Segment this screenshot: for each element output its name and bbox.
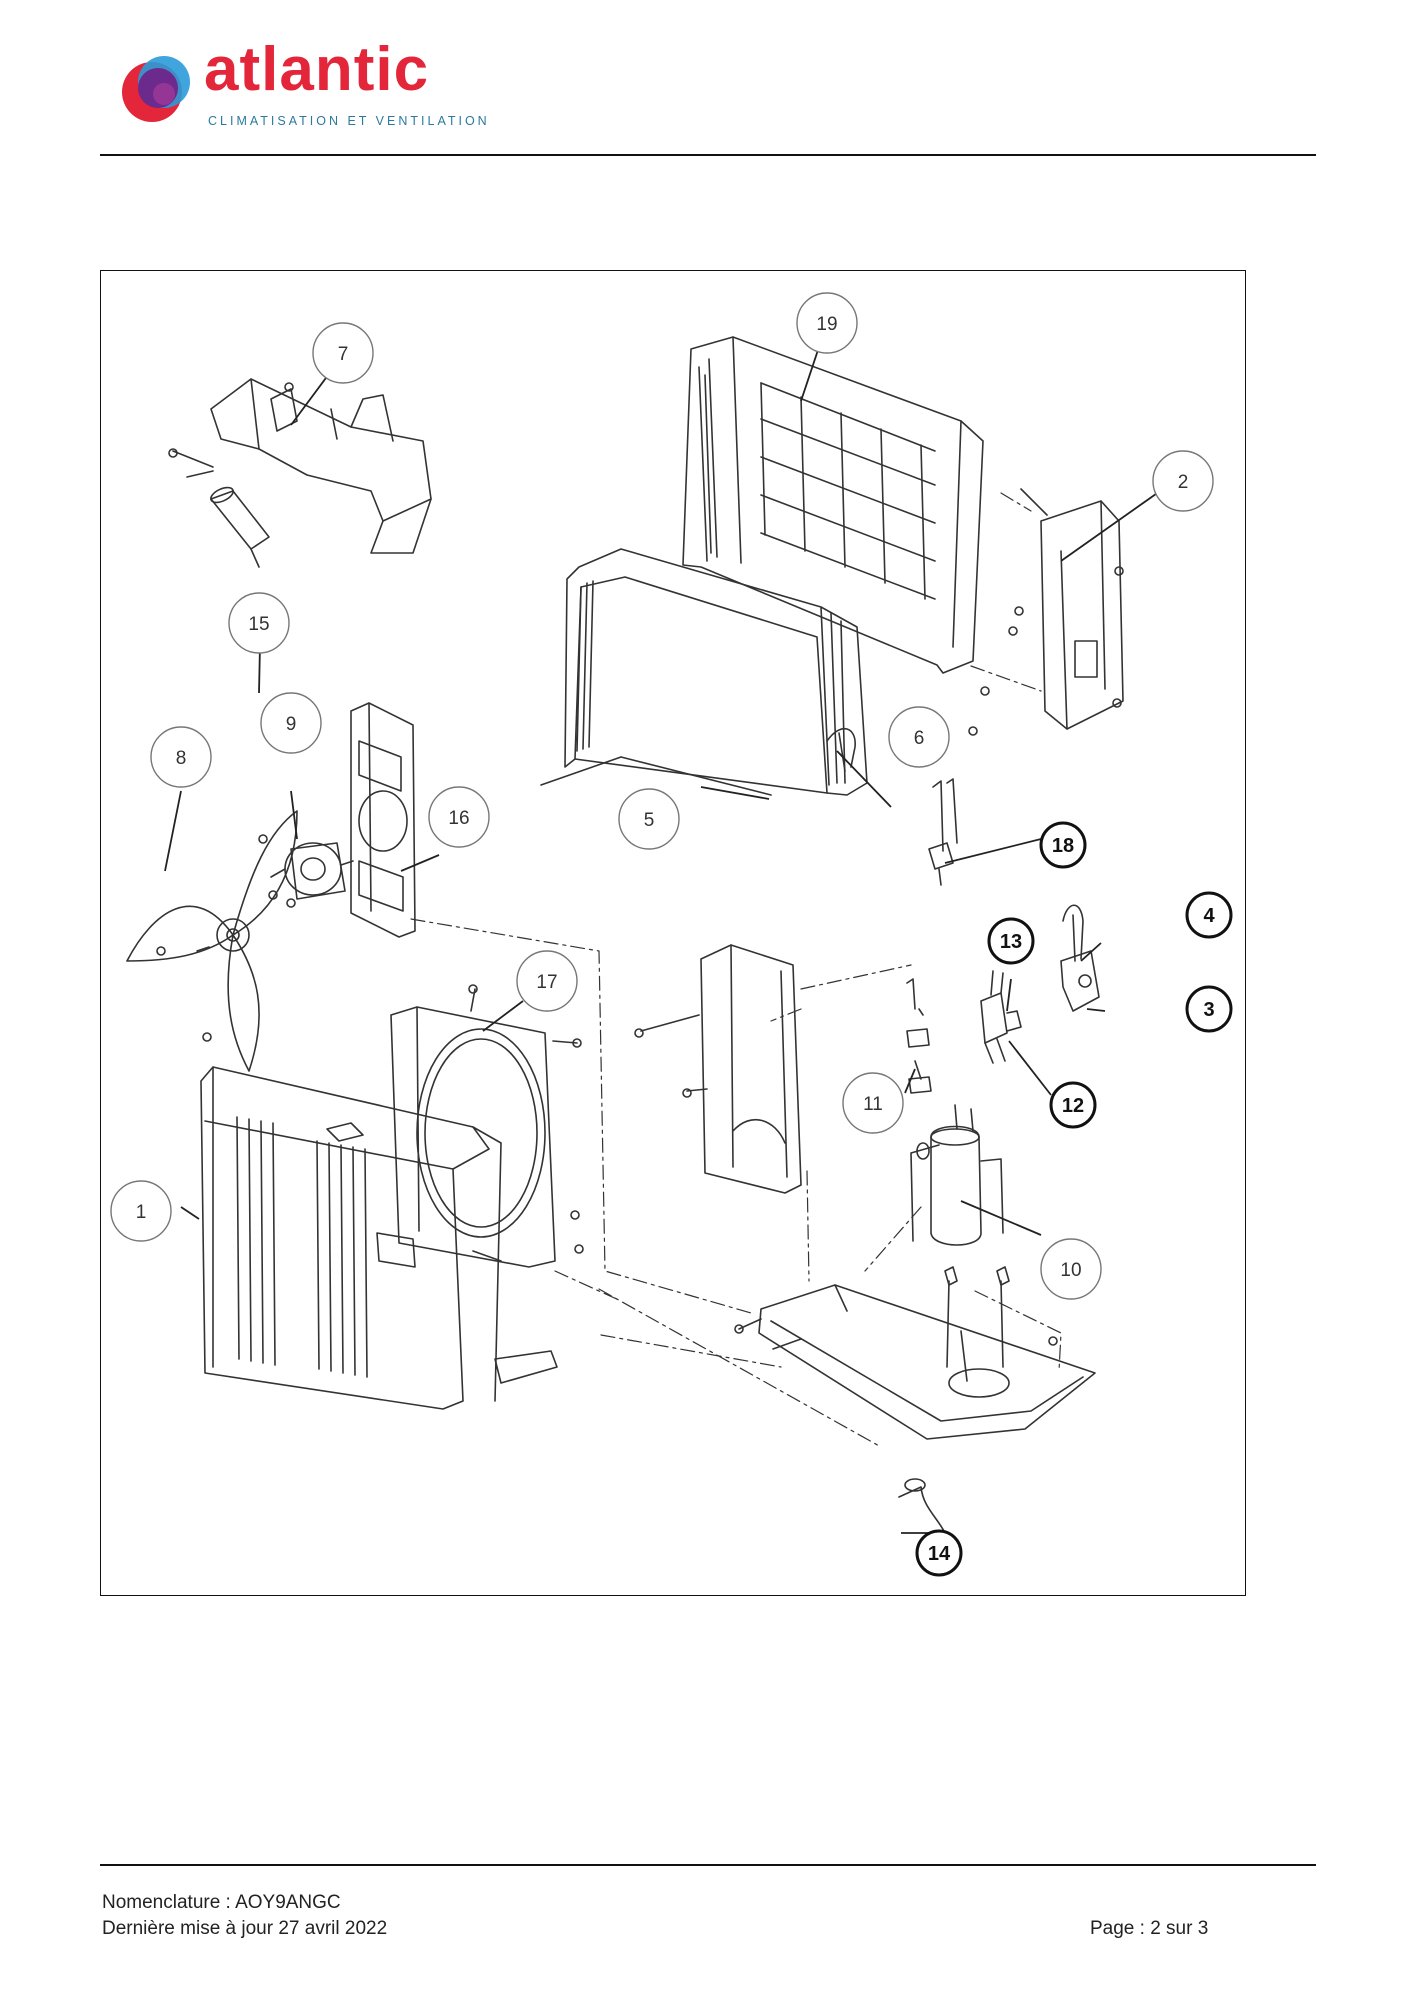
part-valve-assembly bbox=[928, 778, 958, 886]
callout-label: 3 bbox=[1203, 999, 1214, 1021]
callout-18: 18 bbox=[1039, 821, 1087, 869]
brand-tagline: CLIMATISATION ET VENTILATION bbox=[208, 114, 490, 128]
part-front-panel bbox=[200, 1066, 558, 1410]
callout-label: 4 bbox=[1203, 905, 1215, 927]
footer-updated-date: Dernière mise à jour 27 avril 2022 bbox=[102, 1918, 388, 1939]
part-motor-bracket bbox=[350, 702, 416, 938]
atlantic-logo-mark-icon bbox=[122, 56, 190, 122]
header-divider bbox=[100, 154, 1316, 156]
callout-label: 10 bbox=[1060, 1260, 1081, 1281]
assembly-guide-lines bbox=[410, 492, 1062, 1448]
callout-label: 7 bbox=[338, 344, 349, 365]
callout-6: 6 bbox=[888, 706, 950, 768]
brand-name: atlantic bbox=[204, 35, 430, 104]
callout-10: 10 bbox=[1040, 1238, 1102, 1300]
callout-label: 6 bbox=[914, 728, 925, 749]
callout-label: 2 bbox=[1178, 472, 1189, 493]
callout-label: 5 bbox=[644, 810, 655, 831]
part-four-way-valve bbox=[980, 970, 1022, 1064]
callout-5: 5 bbox=[618, 788, 680, 850]
part-stop-valves bbox=[1060, 904, 1100, 1012]
screws bbox=[156, 382, 1124, 1346]
part-side-panel bbox=[1020, 488, 1124, 730]
callout-label: 18 bbox=[1052, 835, 1074, 857]
callout-12: 12 bbox=[1049, 1081, 1097, 1129]
atlantic-logo: atlantic CLIMATISATION ET VENTILATION bbox=[118, 35, 498, 132]
exploded-view-drawing: 7 19 2 15 9 8 6 16 bbox=[110, 292, 1233, 1577]
callout-1: 1 bbox=[110, 1180, 172, 1242]
part-control-bracket bbox=[172, 378, 432, 554]
callout-8: 8 bbox=[150, 726, 212, 788]
callout-label: 16 bbox=[448, 808, 469, 829]
callout-label: 15 bbox=[248, 614, 269, 635]
footer-reference: Nomenclature : AOY9ANGC bbox=[102, 1892, 341, 1913]
part-compressor bbox=[906, 978, 1004, 1246]
callout-19: 19 bbox=[796, 292, 858, 354]
callout-label: 19 bbox=[816, 314, 837, 335]
callout-4: 4 bbox=[1185, 891, 1233, 939]
callout-label: 11 bbox=[863, 1094, 883, 1115]
part-condenser-coil bbox=[540, 548, 868, 796]
part-fan-motor bbox=[270, 842, 354, 900]
footer-divider bbox=[100, 1864, 1316, 1866]
callout-7: 7 bbox=[312, 322, 374, 384]
callout-label: 17 bbox=[536, 972, 557, 993]
part-propeller-fan bbox=[126, 810, 298, 1072]
callout-9: 9 bbox=[260, 692, 322, 754]
part-partition-panel bbox=[640, 944, 802, 1194]
callout-label: 12 bbox=[1062, 1095, 1084, 1117]
callout-label: 14 bbox=[928, 1543, 951, 1565]
callout-2: 2 bbox=[1152, 450, 1214, 512]
page-header: atlantic CLIMATISATION ET VENTILATION bbox=[0, 0, 1410, 160]
callout-17: 17 bbox=[516, 950, 578, 1012]
part-pipe-fitting bbox=[826, 728, 856, 772]
exploded-view-diagram: 7 19 2 15 9 8 6 16 bbox=[100, 270, 1246, 1596]
callout-14: 14 bbox=[915, 1529, 963, 1577]
part-base-pan bbox=[738, 1266, 1096, 1440]
callout-label: 1 bbox=[136, 1202, 147, 1223]
callout-label: 9 bbox=[286, 714, 297, 735]
callout-16: 16 bbox=[428, 786, 490, 848]
callout-3: 3 bbox=[1185, 985, 1233, 1033]
callout-13: 13 bbox=[987, 917, 1035, 965]
callout-label: 8 bbox=[176, 748, 187, 769]
callout-label: 13 bbox=[1000, 931, 1022, 953]
callout-15: 15 bbox=[228, 592, 290, 654]
part-rear-grille-panel bbox=[682, 336, 984, 674]
part-capacitor bbox=[210, 486, 270, 568]
callout-11: 11 bbox=[842, 1072, 904, 1134]
footer-page-number: Page : 2 sur 3 bbox=[1090, 1918, 1209, 1939]
